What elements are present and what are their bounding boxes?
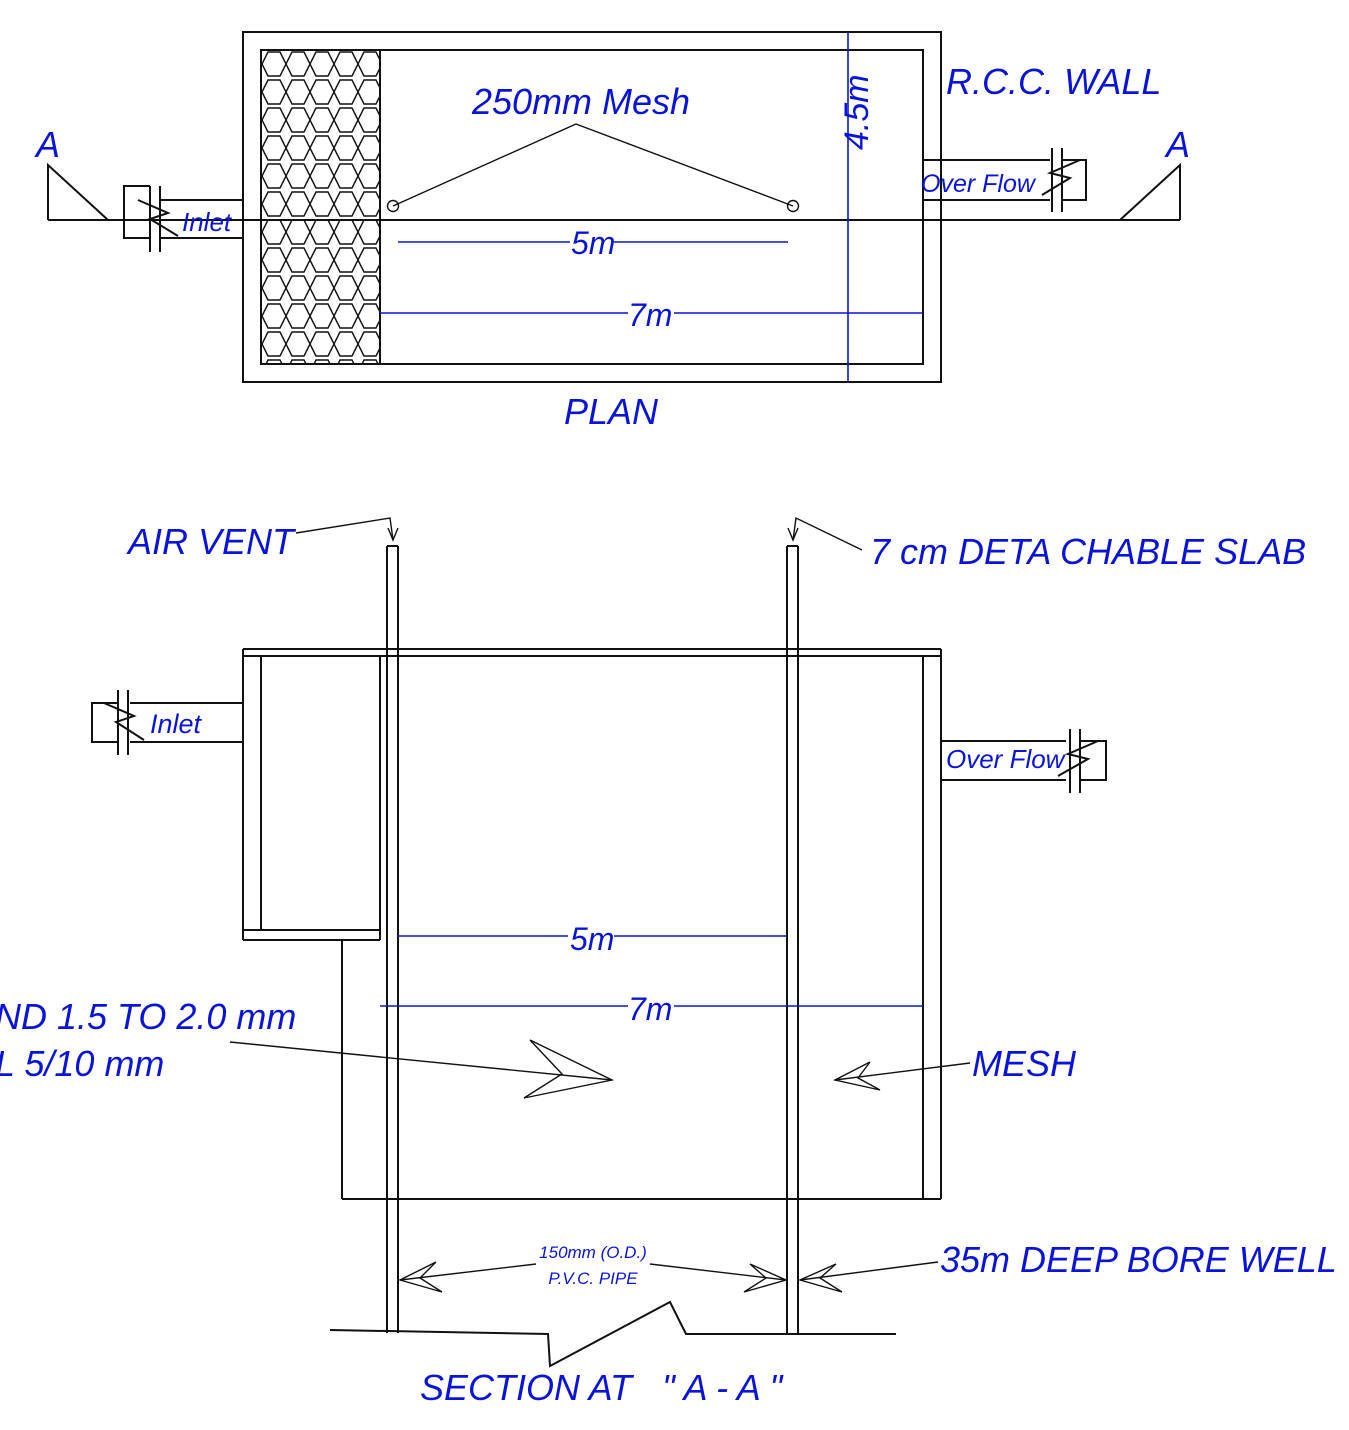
section-air-vent-pipe: [386, 545, 399, 1333]
plan-dim-5m-label: 5m: [571, 225, 615, 261]
section-fill-arrow-icon: [523, 1039, 615, 1099]
section-slab-label: 7 cm DETA CHABLE SLAB: [870, 531, 1306, 572]
section-inlet-label: Inlet: [150, 709, 203, 739]
section-dim-5m-label: 5m: [570, 921, 614, 957]
plan-outer-wall: [242, 31, 942, 383]
plan-mesh-leader: [392, 123, 794, 207]
section-bore-leader: [799, 1261, 939, 1281]
section-fill-leader: [229, 1041, 613, 1081]
section-view: AIR VENT 7 cm DETA CHABLE SLAB Inlet Ove…: [0, 516, 1337, 1408]
plan-mesh-label: 250mm Mesh: [471, 81, 690, 122]
section-air-vent-label: AIR VENT: [126, 521, 297, 562]
section-pipe-arrow-right-icon: [743, 1263, 789, 1293]
plan-mesh-point-right: [786, 199, 800, 213]
section-mesh-label: MESH: [972, 1043, 1077, 1084]
section-inlet-valve-icon: [91, 690, 145, 755]
plan-overflow-valve-icon: [1041, 148, 1087, 212]
section-pipe-label-line1: 150mm (O.D.): [539, 1243, 647, 1262]
plan-inlet-valve-icon: [123, 185, 179, 252]
plan-width-label: 4.5m: [838, 74, 876, 150]
section-title: SECTION AT " A - A ": [420, 1367, 784, 1408]
section-ground-break-line: [329, 1300, 896, 1368]
section-pipe-leader-right: [649, 1263, 787, 1281]
section-mesh-arrow-icon: [832, 1061, 881, 1091]
plan-mesh-hatch: [262, 51, 380, 363]
plan-inner-wall: [260, 49, 924, 365]
section-slab-leader: [792, 516, 863, 551]
section-fill-label-line2: L 5/10 mm: [0, 1043, 164, 1084]
plan-wall-label: R.C.C. WALL: [946, 61, 1161, 102]
section-slab-arrow-icon: [787, 527, 799, 542]
section-mesh-leader: [834, 1062, 971, 1081]
plan-inlet-label: Inlet: [182, 207, 233, 237]
section-overflow-label: Over Flow: [946, 744, 1067, 774]
section-pipe-arrow-left-icon: [398, 1261, 443, 1293]
section-fill-label-line1: ND 1.5 TO 2.0 mm: [0, 996, 296, 1037]
plan-dim-7m-label: 7m: [628, 297, 672, 333]
section-dim-7m-label: 7m: [628, 991, 672, 1027]
plan-title: PLAN: [564, 391, 659, 432]
plan-section-arrow-left: [47, 162, 109, 221]
section-bore-label: 35m DEEP BORE WELL: [940, 1239, 1337, 1280]
plan-section-arrow-right: [1119, 162, 1181, 221]
plan-view: A A Inlet Over Flow R.C.C. WALL 250mm Me…: [34, 31, 1190, 432]
plan-overflow-label: Over Flow: [921, 170, 1037, 198]
section-bore-arrow-icon: [797, 1263, 843, 1293]
section-pipe-label-line2: P.V.C. PIPE: [548, 1269, 638, 1288]
plan-section-mark-left: A: [34, 124, 60, 165]
section-pipe-leader-left: [399, 1263, 537, 1281]
section-air-vent-leader: [295, 517, 394, 541]
section-air-vent-arrow-icon: [387, 527, 399, 542]
section-bore-well-pipe: [786, 545, 799, 1333]
plan-overflow-outlet: [922, 159, 941, 201]
section-overflow-valve-icon: [1057, 729, 1107, 793]
plan-mesh-point-left: [386, 199, 400, 213]
plan-section-mark-right: A: [1164, 124, 1190, 165]
